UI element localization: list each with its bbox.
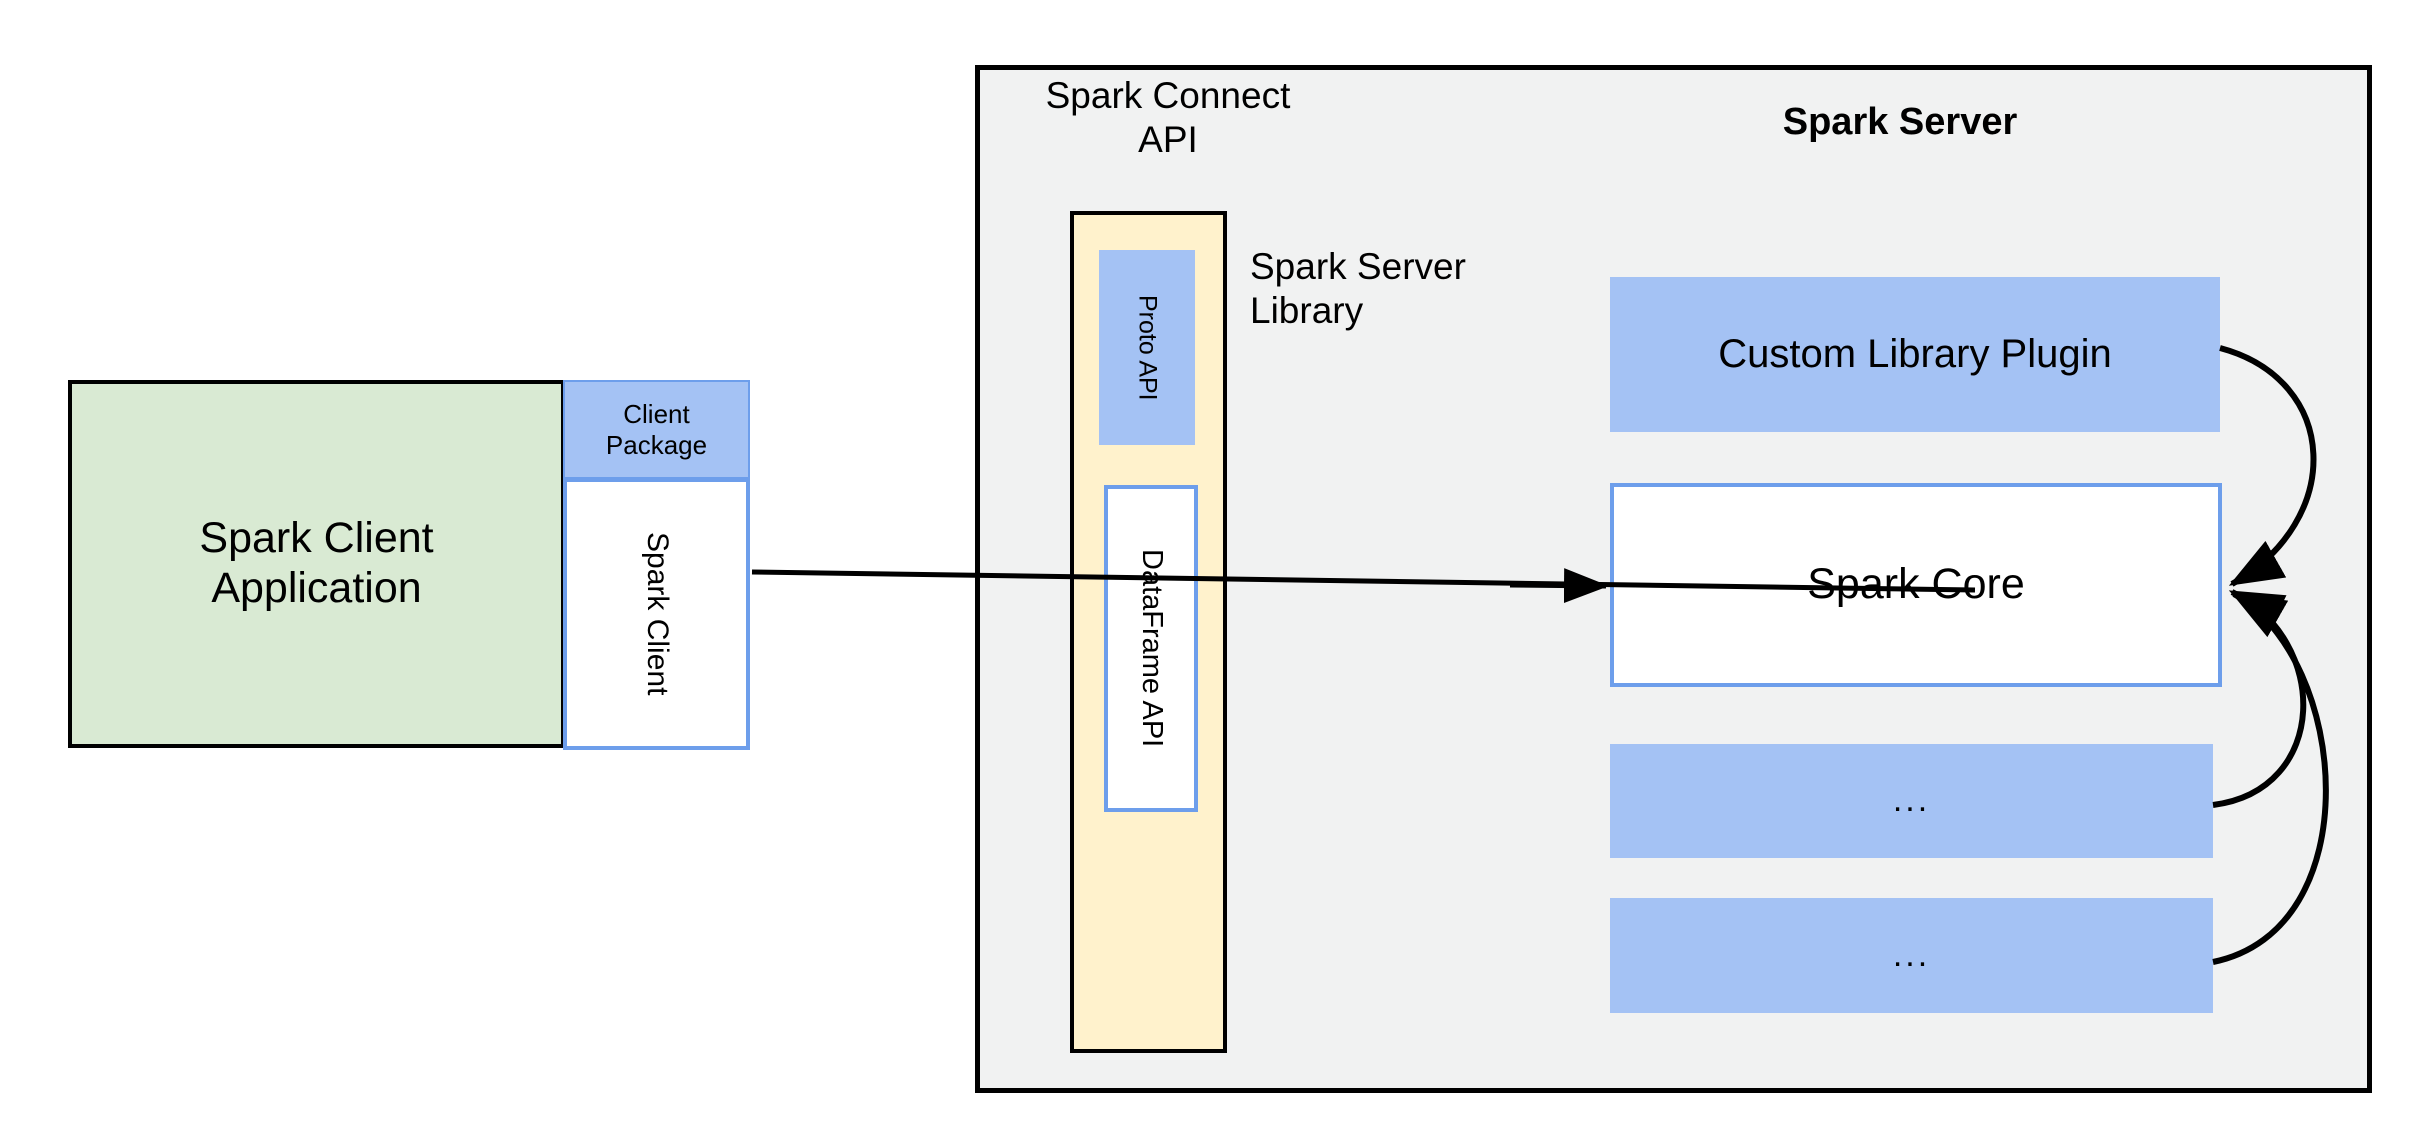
server-ellipsis-label-2: ... — [1892, 935, 1931, 974]
spark-client-application-box[interactable]: Spark Client Application — [68, 380, 565, 748]
spark-client-application-label: Spark Client Application — [199, 514, 434, 612]
server-ellipsis-label-1: ... — [1892, 781, 1931, 820]
spark-client-box[interactable]: Spark Client — [563, 478, 750, 750]
custom-library-plugin-label: Custom Library Plugin — [1718, 332, 2112, 377]
spark-connect-api-label: Spark Connect API — [1045, 75, 1291, 160]
proto-api-box[interactable]: Proto API — [1099, 250, 1195, 445]
spark-core-box[interactable]: Spark Core — [1610, 483, 2222, 687]
client-package-label: Client Package — [605, 399, 708, 460]
spark-core-label: Spark Core — [1807, 560, 2025, 609]
dataframe-api-label: DataFrame API — [1135, 549, 1168, 748]
spark-server-library-label: Spark Server Library — [1250, 246, 1466, 331]
spark-client-label: Spark Client — [640, 532, 674, 696]
proto-api-label: Proto API — [1133, 294, 1162, 401]
dataframe-api-box[interactable]: DataFrame API — [1104, 485, 1198, 812]
custom-library-plugin-box[interactable]: Custom Library Plugin — [1610, 277, 2220, 432]
client-package-box[interactable]: Client Package — [563, 380, 750, 479]
server-ellipsis-box-2[interactable]: ... — [1610, 898, 2213, 1013]
spark-server-title: Spark Server — [1782, 101, 2018, 143]
server-ellipsis-box-1[interactable]: ... — [1610, 744, 2213, 858]
